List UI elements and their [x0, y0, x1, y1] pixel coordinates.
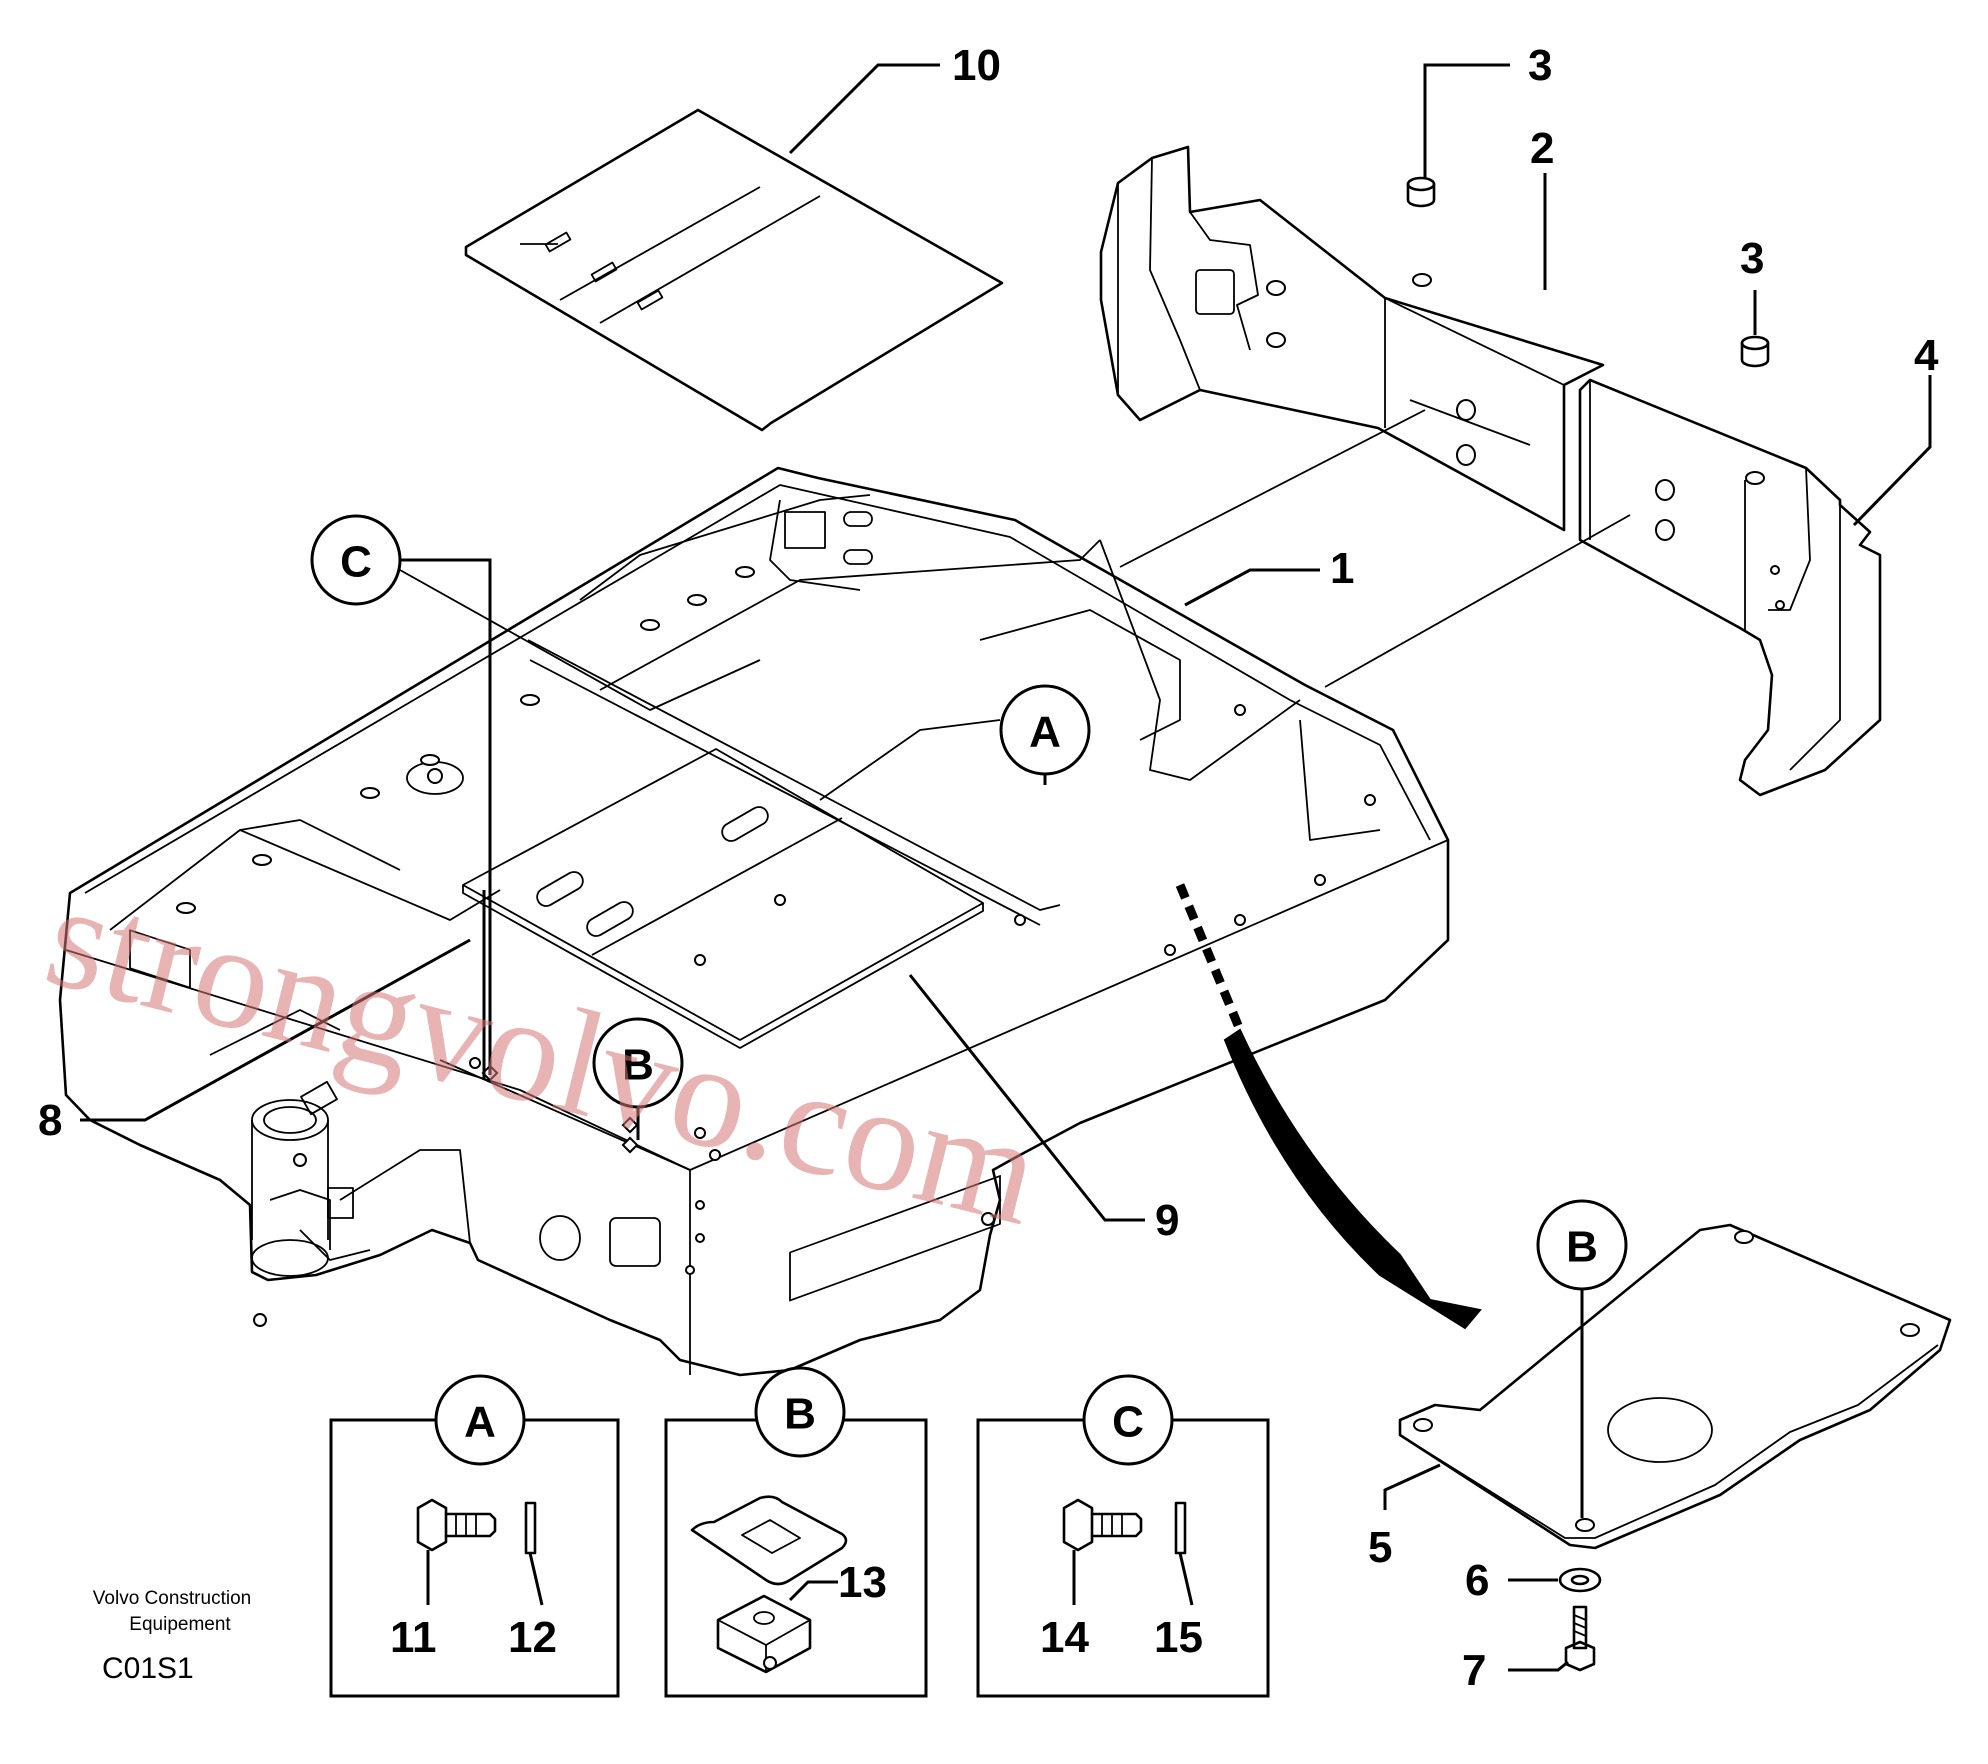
label-12: 12 — [508, 1613, 557, 1662]
part-10-mat — [464, 108, 1004, 432]
part-7-bolt — [1564, 1605, 1596, 1672]
watermark-text: strongvolvo.com — [32, 851, 1055, 1257]
bolt-icon — [416, 1498, 497, 1552]
label-10: 10 — [952, 41, 1001, 90]
label-8: 8 — [38, 1096, 62, 1145]
clip-nut-icon — [716, 1594, 812, 1674]
leader-5 — [1383, 1463, 1441, 1510]
company-subtitle: Equipement — [129, 1614, 231, 1635]
label-4: 4 — [1914, 331, 1939, 380]
svg-text:A: A — [1029, 708, 1061, 757]
part-3-spacer-right — [1740, 335, 1770, 368]
assembly-line-2 — [1324, 514, 1631, 688]
svg-text:B: B — [622, 1041, 654, 1090]
part-6-washer — [1558, 1567, 1602, 1593]
leader-3a — [1423, 63, 1510, 178]
leader-8 — [80, 938, 471, 1122]
leader-4 — [1852, 375, 1932, 527]
label-13: 13 — [838, 1558, 887, 1607]
label-15: 15 — [1154, 1613, 1203, 1662]
svg-text:C: C — [340, 538, 372, 587]
part-4-bracket — [1578, 378, 1882, 797]
detail-ref-a-main: A — [999, 684, 1091, 776]
chain-hose — [1175, 883, 1245, 1032]
part-5-plate — [1398, 1223, 1952, 1550]
leader-9 — [908, 974, 1145, 1222]
svg-text:B: B — [1566, 1223, 1598, 1272]
detail-ref-c-main: C — [310, 514, 402, 606]
label-1: 1 — [1330, 544, 1354, 593]
detail-ref-b-plate: B — [1536, 1199, 1628, 1291]
bolt-icon — [1062, 1498, 1143, 1552]
detail-ref-b-main: B — [592, 1017, 684, 1109]
part-3-spacer-top — [1406, 176, 1436, 208]
part-2-bracket — [1099, 145, 1605, 532]
detail-box-c-title: C — [1112, 1398, 1144, 1447]
label-14: 14 — [1040, 1613, 1089, 1662]
part-1-frame — [58, 466, 1450, 1377]
leader-10 — [788, 63, 940, 155]
detail-box-b-title: B — [784, 1390, 816, 1439]
assembly-line-1 — [1119, 409, 1426, 568]
seal-pad-icon — [690, 1495, 848, 1586]
label-3-top: 3 — [1528, 41, 1552, 90]
detail-box-a: A 11 12 — [329, 1374, 620, 1698]
label-5: 5 — [1368, 1523, 1392, 1572]
detail-box-a-title: A — [464, 1398, 496, 1447]
label-9: 9 — [1155, 1196, 1179, 1245]
label-7: 7 — [1462, 1646, 1486, 1695]
chain-hose-solid — [1223, 1028, 1482, 1330]
detail-box-b: B 13 — [664, 1366, 928, 1698]
label-3-right: 3 — [1740, 234, 1764, 283]
label-11: 11 — [390, 1613, 437, 1662]
label-2: 2 — [1530, 124, 1554, 173]
leader-c-main — [400, 558, 492, 1075]
leader-1 — [1184, 568, 1320, 607]
label-6: 6 — [1465, 1556, 1489, 1605]
detail-box-c: C 14 15 — [976, 1374, 1270, 1698]
company-name: Volvo Construction — [93, 1588, 251, 1609]
drawing-code: C01S1 — [102, 1652, 194, 1685]
leader-7 — [1508, 1660, 1569, 1672]
